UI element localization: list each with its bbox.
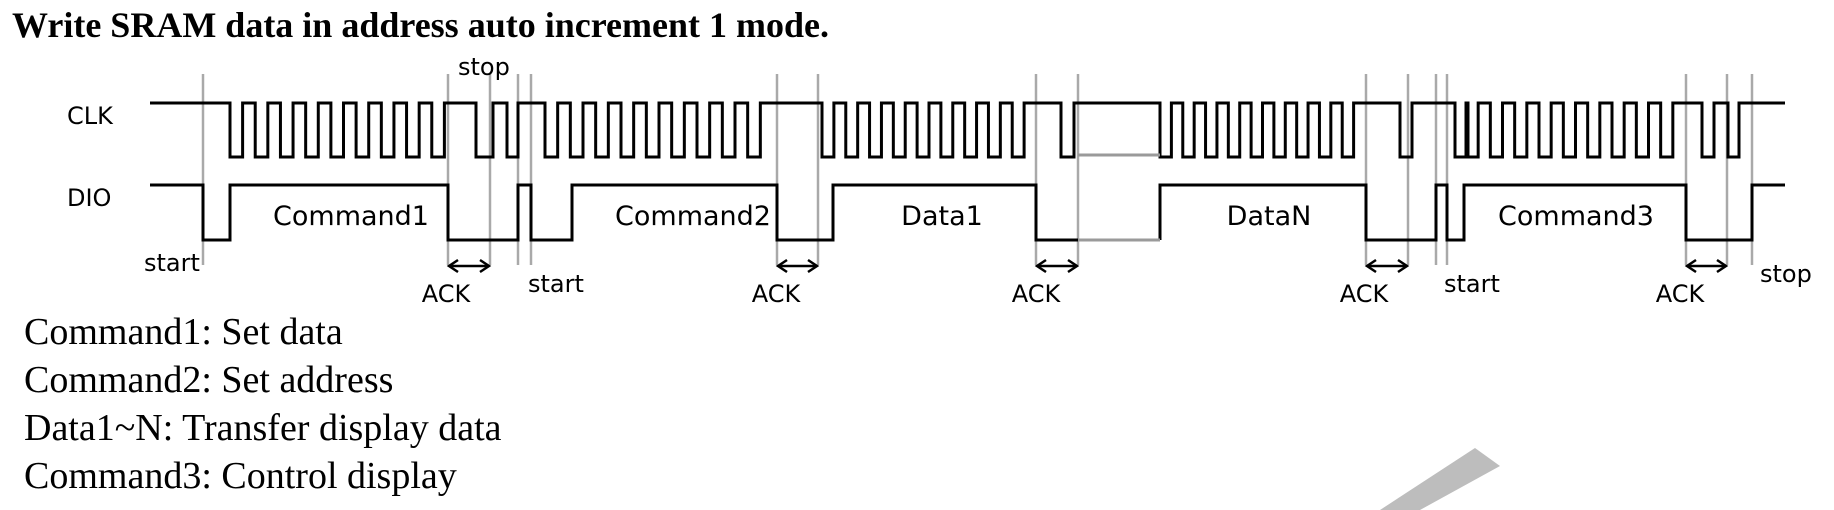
ack-arrow-head (1034, 258, 1047, 274)
box-command2: Command2 (615, 201, 771, 232)
ack-arrow-head (1364, 258, 1377, 274)
ack-label-1: ACK (422, 280, 472, 308)
ack-arrow-head (1684, 258, 1697, 274)
stop-label-2: stop (1760, 260, 1812, 288)
ack-arrow-head (446, 258, 459, 274)
stop-label-1: stop (458, 53, 510, 81)
dio-waveform (150, 183, 1785, 242)
box-dataN: DataN (1227, 201, 1312, 232)
legend: Command1: Set data Command2: Set address… (24, 308, 502, 500)
ack-arrow-head (775, 258, 788, 274)
ack-label-4: ACK (1340, 280, 1390, 308)
legend-command2: Command2: Set address (24, 359, 394, 401)
ack-arrow-head (1716, 258, 1729, 274)
legend-command1: Command1: Set data (24, 311, 343, 353)
ack-arrow-head (1067, 258, 1080, 274)
watermark-shape (1380, 448, 1500, 510)
box-command1: Command1 (273, 201, 429, 232)
clk-waveform (150, 101, 1785, 159)
legend-command3: Command3: Control display (24, 455, 457, 497)
ack-label-2: ACK (752, 280, 802, 308)
start-label-3: start (1444, 270, 1500, 298)
ack-label-5: ACK (1656, 280, 1706, 308)
start-label-1: start (144, 249, 200, 277)
box-command3: Command3 (1498, 201, 1654, 232)
timing-diagram: CLK DIO Command1 Command2 Data1 DataN Co… (67, 53, 1812, 308)
ellipsis-gap (1078, 153, 1160, 242)
dio-label: DIO (67, 184, 111, 212)
ack-arrow-head (1397, 258, 1410, 274)
diagram-title: Write SRAM data in address auto incremen… (12, 5, 829, 45)
ack-arrow-head (479, 258, 492, 274)
start-label-2: start (528, 270, 584, 298)
legend-data: Data1~N: Transfer display data (24, 407, 502, 449)
box-data1: Data1 (901, 201, 983, 232)
clk-label: CLK (67, 102, 114, 130)
ack-arrow-head (807, 258, 820, 274)
ack-label-3: ACK (1012, 280, 1062, 308)
ack-arrows (446, 258, 1729, 274)
